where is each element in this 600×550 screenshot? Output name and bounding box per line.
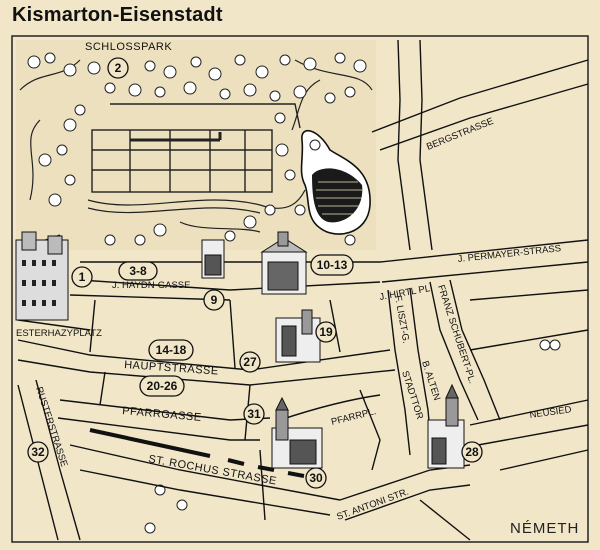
label-schlosspark: SCHLOSSPARK: [85, 41, 172, 53]
marker-27[interactable]: 27: [239, 351, 261, 373]
church-28-building: [427, 383, 465, 469]
bergkirche-building: [260, 231, 308, 295]
svg-text:9: 9: [211, 293, 218, 307]
svg-text:14-18: 14-18: [156, 343, 187, 357]
marker-19[interactable]: 19: [315, 321, 337, 343]
stadtpfarrkirche-building: [271, 396, 323, 469]
sight-markers: 1 2 3-8 9 10-13 14-18: [27, 57, 483, 489]
marker-32[interactable]: 32: [27, 441, 49, 463]
franziskanerkirche-building: [275, 309, 321, 363]
marker-1[interactable]: 1: [71, 266, 93, 288]
park-trees: [27, 52, 561, 534]
svg-text:3-8: 3-8: [129, 264, 147, 278]
marker-30[interactable]: 30: [305, 467, 327, 489]
svg-text:20-26: 20-26: [147, 379, 178, 393]
svg-text:1: 1: [79, 270, 86, 284]
marker-3-8[interactable]: 3-8: [118, 261, 158, 281]
svg-text:31: 31: [247, 407, 261, 421]
schloss-esterhazy-building: [15, 231, 69, 321]
marker-31[interactable]: 31: [243, 403, 265, 425]
map-title: Kismarton-Eisenstadt: [12, 4, 223, 26]
road-network: [17, 39, 589, 541]
marker-28[interactable]: 28: [461, 441, 483, 463]
svg-text:2: 2: [115, 61, 122, 75]
svg-text:10-13: 10-13: [317, 258, 348, 272]
buildings: [15, 231, 465, 469]
marker-20-26[interactable]: 20-26: [139, 375, 185, 397]
svg-text:19: 19: [319, 325, 333, 339]
label-esterhazy: ESTERHAZYPLATZ: [16, 328, 102, 339]
town-wall: [89, 428, 305, 478]
marker-14-18[interactable]: 14-18: [148, 339, 194, 361]
map-credit: NÉMETH: [510, 520, 580, 537]
park-lawns: [91, 103, 301, 193]
svg-text:27: 27: [243, 355, 257, 369]
svg-text:32: 32: [31, 445, 45, 459]
svg-text:28: 28: [465, 445, 479, 459]
label-haydn: J. HAYDN-GASSE: [112, 280, 190, 291]
marker-10-13[interactable]: 10-13: [310, 254, 354, 276]
svg-text:30: 30: [309, 471, 323, 485]
marker-9[interactable]: 9: [203, 289, 225, 311]
park-pond: [300, 129, 371, 235]
marker-2[interactable]: 2: [107, 57, 129, 79]
